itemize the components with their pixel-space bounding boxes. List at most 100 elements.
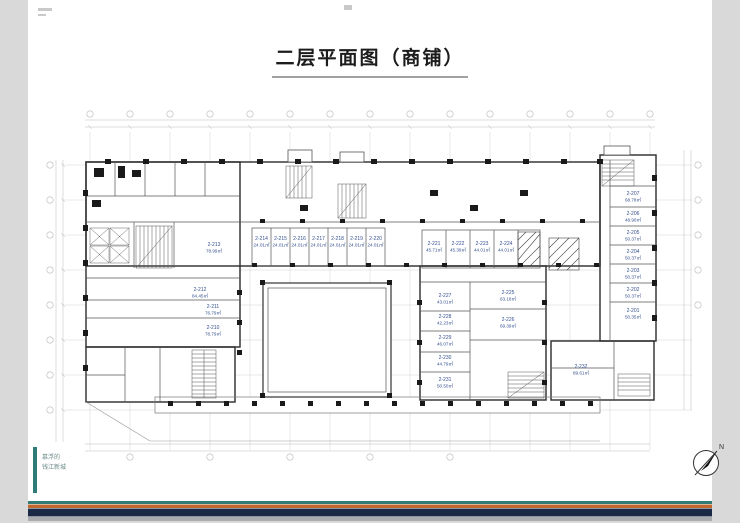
room-id-label: 2-224 [500, 241, 513, 247]
room-id-label: 2-232 [575, 364, 588, 370]
page-title: 二层平面图（商铺） [275, 46, 464, 69]
structural-columns [83, 159, 657, 406]
room-area-label: 24.01㎡ [291, 242, 307, 248]
elevator-core [89, 227, 130, 264]
room-id-label: 2-222 [452, 241, 465, 247]
room-id-label: 2-206 [627, 211, 640, 217]
room-area-label: 76.79㎡ [205, 310, 221, 316]
room-id-label: 2-214 [255, 236, 268, 242]
room-area-label: 48.90㎡ [625, 217, 641, 223]
room-area-label: 24.01㎡ [348, 242, 364, 248]
brand-line-1: 慕浮的 [42, 453, 60, 461]
room-area-label: 50.37㎡ [625, 236, 641, 242]
room-id-label: 2-217 [312, 236, 325, 242]
room-id-label: 2-213 [208, 242, 221, 248]
room-area-label: 24.01㎡ [310, 242, 326, 248]
room-area-label: 44.79㎡ [437, 361, 453, 367]
room-area-label: 89.61㎡ [573, 370, 589, 376]
room-id-label: 2-207 [627, 191, 640, 197]
stripe-gray [28, 517, 712, 521]
room-id-label: 2-228 [439, 314, 452, 320]
room-id-label: 2-212 [194, 287, 207, 293]
room-area-label: 50.37㎡ [625, 274, 641, 280]
room-area-label: 24.01㎡ [367, 242, 383, 248]
room-area-label: 50.37㎡ [625, 255, 641, 261]
room-area-label: 84.45㎡ [192, 293, 208, 299]
room-area-label: 78.79㎡ [205, 331, 221, 337]
stripe-navy [28, 508, 712, 517]
canopies [287, 145, 631, 163]
brand-bar [33, 447, 37, 493]
room-id-label: 2-203 [627, 268, 640, 274]
room-id-label: 2-202 [627, 287, 640, 293]
room-id-label: 2-211 [207, 304, 220, 310]
room-id-label: 2-229 [439, 335, 452, 341]
room-id-label: 2-210 [207, 325, 220, 331]
room-id-label: 2-216 [293, 236, 306, 242]
room-id-label: 2-225 [502, 290, 515, 296]
room-area-label: 44.01㎡ [498, 247, 514, 253]
compass-needle-icon [701, 451, 717, 471]
brand-line-2: 钱江新城 [42, 463, 66, 471]
room-area-label: 46.07㎡ [437, 341, 453, 347]
room-id-label: 2-227 [439, 293, 452, 299]
room-id-label: 2-218 [331, 236, 344, 242]
footer-stripes [28, 501, 712, 521]
room-area-label: 69.39㎡ [500, 323, 516, 329]
room-area-label: 45.71㎡ [426, 247, 442, 253]
room-area-label: 24.01㎡ [272, 242, 288, 248]
room-area-label: 50.35㎡ [625, 314, 641, 320]
room-id-label: 2-230 [439, 355, 452, 361]
stripe-orange [28, 504, 712, 508]
room-id-label: 2-221 [428, 241, 441, 247]
brand-block: 慕浮的 钱江新城 [33, 447, 66, 493]
room-id-label: 2-223 [476, 241, 489, 247]
room-id-label: 2-201 [627, 308, 640, 314]
compass-needle-line [694, 450, 718, 476]
room-id-label: 2-226 [502, 317, 515, 323]
stairs [135, 159, 651, 399]
room-area-label: 45.39㎡ [450, 247, 466, 253]
stripe-teal [28, 501, 712, 504]
dimension-lines [55, 119, 692, 452]
room-id-label: 2-215 [274, 236, 287, 242]
room-id-label: 2-219 [350, 236, 363, 242]
room-id-label: 2-220 [369, 236, 382, 242]
room-area-label: 78.99㎡ [206, 248, 222, 254]
north-label: N [719, 444, 724, 451]
room-area-label: 42.23㎡ [437, 320, 453, 326]
room-area-label: 63.18㎡ [500, 296, 516, 302]
room-id-label: 2-231 [439, 377, 452, 383]
room-area-label: 68.78㎡ [625, 197, 641, 203]
